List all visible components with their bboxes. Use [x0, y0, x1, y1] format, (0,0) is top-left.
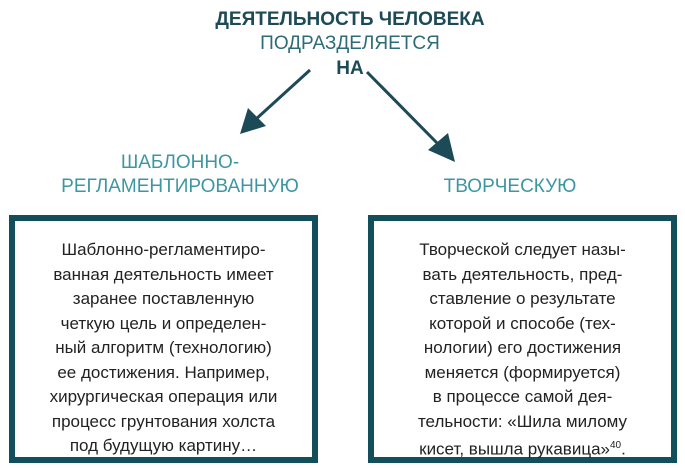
text-line-content: которой и способе (тех- [429, 313, 616, 333]
label-creative-activity: ТВОРЧЕСКУЮ [380, 175, 640, 199]
footnote-ref: 40 [610, 440, 622, 451]
text-line-content: Шаблонно-регламентиро- [61, 240, 266, 259]
text-line: ставление о результате [374, 287, 671, 312]
text-line: вать деятельность, пред- [374, 263, 671, 288]
text-line: ванная деятельность имеет [15, 263, 312, 288]
text-line: нологии) его достижения [374, 336, 671, 361]
text-line: которой и способе (тех- [374, 312, 671, 337]
text-line-content: нологии) его достижения [423, 338, 622, 357]
text-line-content: под будущую картину… [69, 436, 258, 455]
text-line: тельности: «Шила милому [374, 410, 671, 435]
text-line: кисет, вышла рукавица»40. [374, 434, 671, 462]
text-line-content: вать деятельность, пред- [422, 264, 623, 284]
text-line-content: процесс грунтования холста [51, 411, 276, 431]
text-line-content: тельности: «Шила милому [417, 411, 628, 431]
text-line-content: Творческой следует назы- [419, 240, 626, 259]
text-line: меняется (формируется) [374, 361, 671, 386]
text-line: заранее поставленную [15, 287, 312, 312]
text-line: хирургическая операция или [15, 385, 312, 410]
text-line-content: меняется (формируется) [424, 362, 621, 382]
title-line-3: НА [336, 58, 364, 79]
text-line-content: четкую цель и определен- [60, 313, 267, 333]
text-line-content: заранее поставленную [72, 289, 255, 308]
text-line-content: в процессе самой дея- [432, 387, 613, 406]
title-line-1: ДЕЯТЕЛЬНОСТЬ ЧЕЛОВЕКА [215, 9, 485, 30]
label-line: ШАБЛОННО- [120, 152, 240, 173]
text-line: процесс грунтования холста [15, 410, 312, 435]
box-creative-activity: Творческой следует назы-вать деятельност… [368, 215, 677, 463]
arrow-left [240, 68, 312, 134]
text-line: ее достижения. Например, [15, 361, 312, 386]
label-line: РЕГЛАМЕНТИРОВАННУЮ [61, 176, 299, 197]
end-punct: . [621, 439, 626, 459]
text-line-content: ванная деятельность имеет [53, 264, 274, 284]
text-line: под будущую картину… [15, 434, 312, 459]
text-line-content: ее достижения. Например, [57, 362, 270, 382]
text-line-content: хирургическая операция или [49, 387, 278, 406]
label-line: ТВОРЧЕСКУЮ [443, 176, 577, 197]
text-line-content: кисет, вышла рукавица» [419, 439, 610, 459]
title-line-2: ПОДРАЗДЕЛЯЕТСЯ [260, 33, 440, 54]
label-template-activity: ШАБЛОННО- РЕГЛАМЕНТИРОВАННУЮ [30, 151, 330, 199]
text-line: ный алгоритм (технологию) [15, 336, 312, 361]
text-line-content: ный алгоритм (технологию) [55, 338, 272, 357]
text-line: четкую цель и определен- [15, 312, 312, 337]
text-line: в процессе самой дея- [374, 385, 671, 410]
text-line: Творческой следует назы- [374, 238, 671, 263]
text-line: Шаблонно-регламентиро- [15, 238, 312, 263]
arrow-right [365, 70, 455, 162]
text-line-content: ставление о результате [429, 289, 616, 308]
box-template-activity: Шаблонно-регламентиро-ванная деятельност… [9, 215, 318, 463]
